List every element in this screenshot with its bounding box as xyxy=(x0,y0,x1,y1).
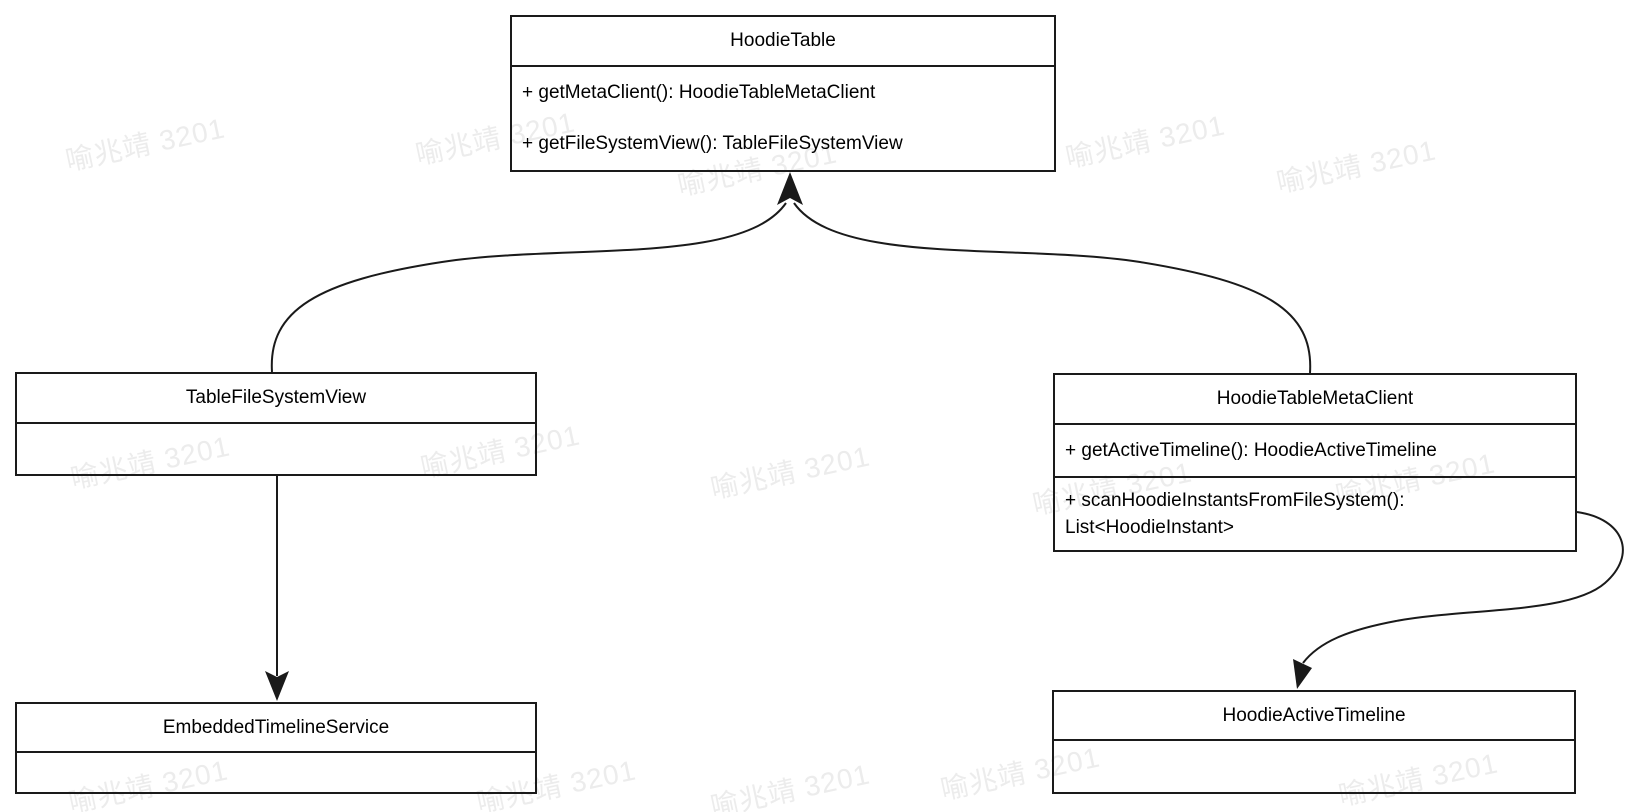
class-hoodie-table[interactable]: HoodieTable + getMetaClient(): HoodieTab… xyxy=(510,15,1056,172)
class-title: HoodieTableMetaClient xyxy=(1055,375,1575,425)
class-members: + getActiveTimeline(): HoodieActiveTimel… xyxy=(1055,425,1575,550)
empty-compartment xyxy=(17,753,535,792)
arrowhead-into-embeddedtimelineservice xyxy=(265,671,289,701)
class-hoodie-active-timeline[interactable]: HoodieActiveTimeline xyxy=(1052,690,1576,794)
edge-hoodietablemetaclient-to-hoodieactivetimeline[interactable] xyxy=(1302,511,1624,664)
class-title: TableFileSystemView xyxy=(17,374,535,424)
class-embedded-timeline-service[interactable]: EmbeddedTimelineService xyxy=(15,702,537,794)
empty-compartment xyxy=(17,424,535,474)
class-members: + getMetaClient(): HoodieTableMetaClient… xyxy=(512,67,1054,169)
class-member: + getFileSystemView(): TableFileSystemVi… xyxy=(522,132,903,154)
class-member: + getActiveTimeline(): HoodieActiveTimel… xyxy=(1055,425,1575,478)
arrowhead-into-hoodietable xyxy=(777,172,803,205)
class-title: HoodieTable xyxy=(512,17,1054,67)
class-title: HoodieActiveTimeline xyxy=(1054,692,1574,741)
edge-hoodietablemetaclient-to-hoodietable[interactable] xyxy=(793,202,1312,374)
class-table-file-system-view[interactable]: TableFileSystemView xyxy=(15,372,537,476)
class-title: EmbeddedTimelineService xyxy=(17,704,535,753)
class-member: + scanHoodieInstantsFromFileSystem(): Li… xyxy=(1065,490,1405,538)
empty-compartment xyxy=(1054,741,1574,792)
edge-tablefilesystemview-to-hoodietable[interactable] xyxy=(270,202,787,373)
arrowhead-into-hoodieactivetimeline xyxy=(1293,659,1312,689)
class-member: + getMetaClient(): HoodieTableMetaClient xyxy=(522,81,876,103)
class-hoodie-table-meta-client[interactable]: HoodieTableMetaClient + getActiveTimelin… xyxy=(1053,373,1577,552)
